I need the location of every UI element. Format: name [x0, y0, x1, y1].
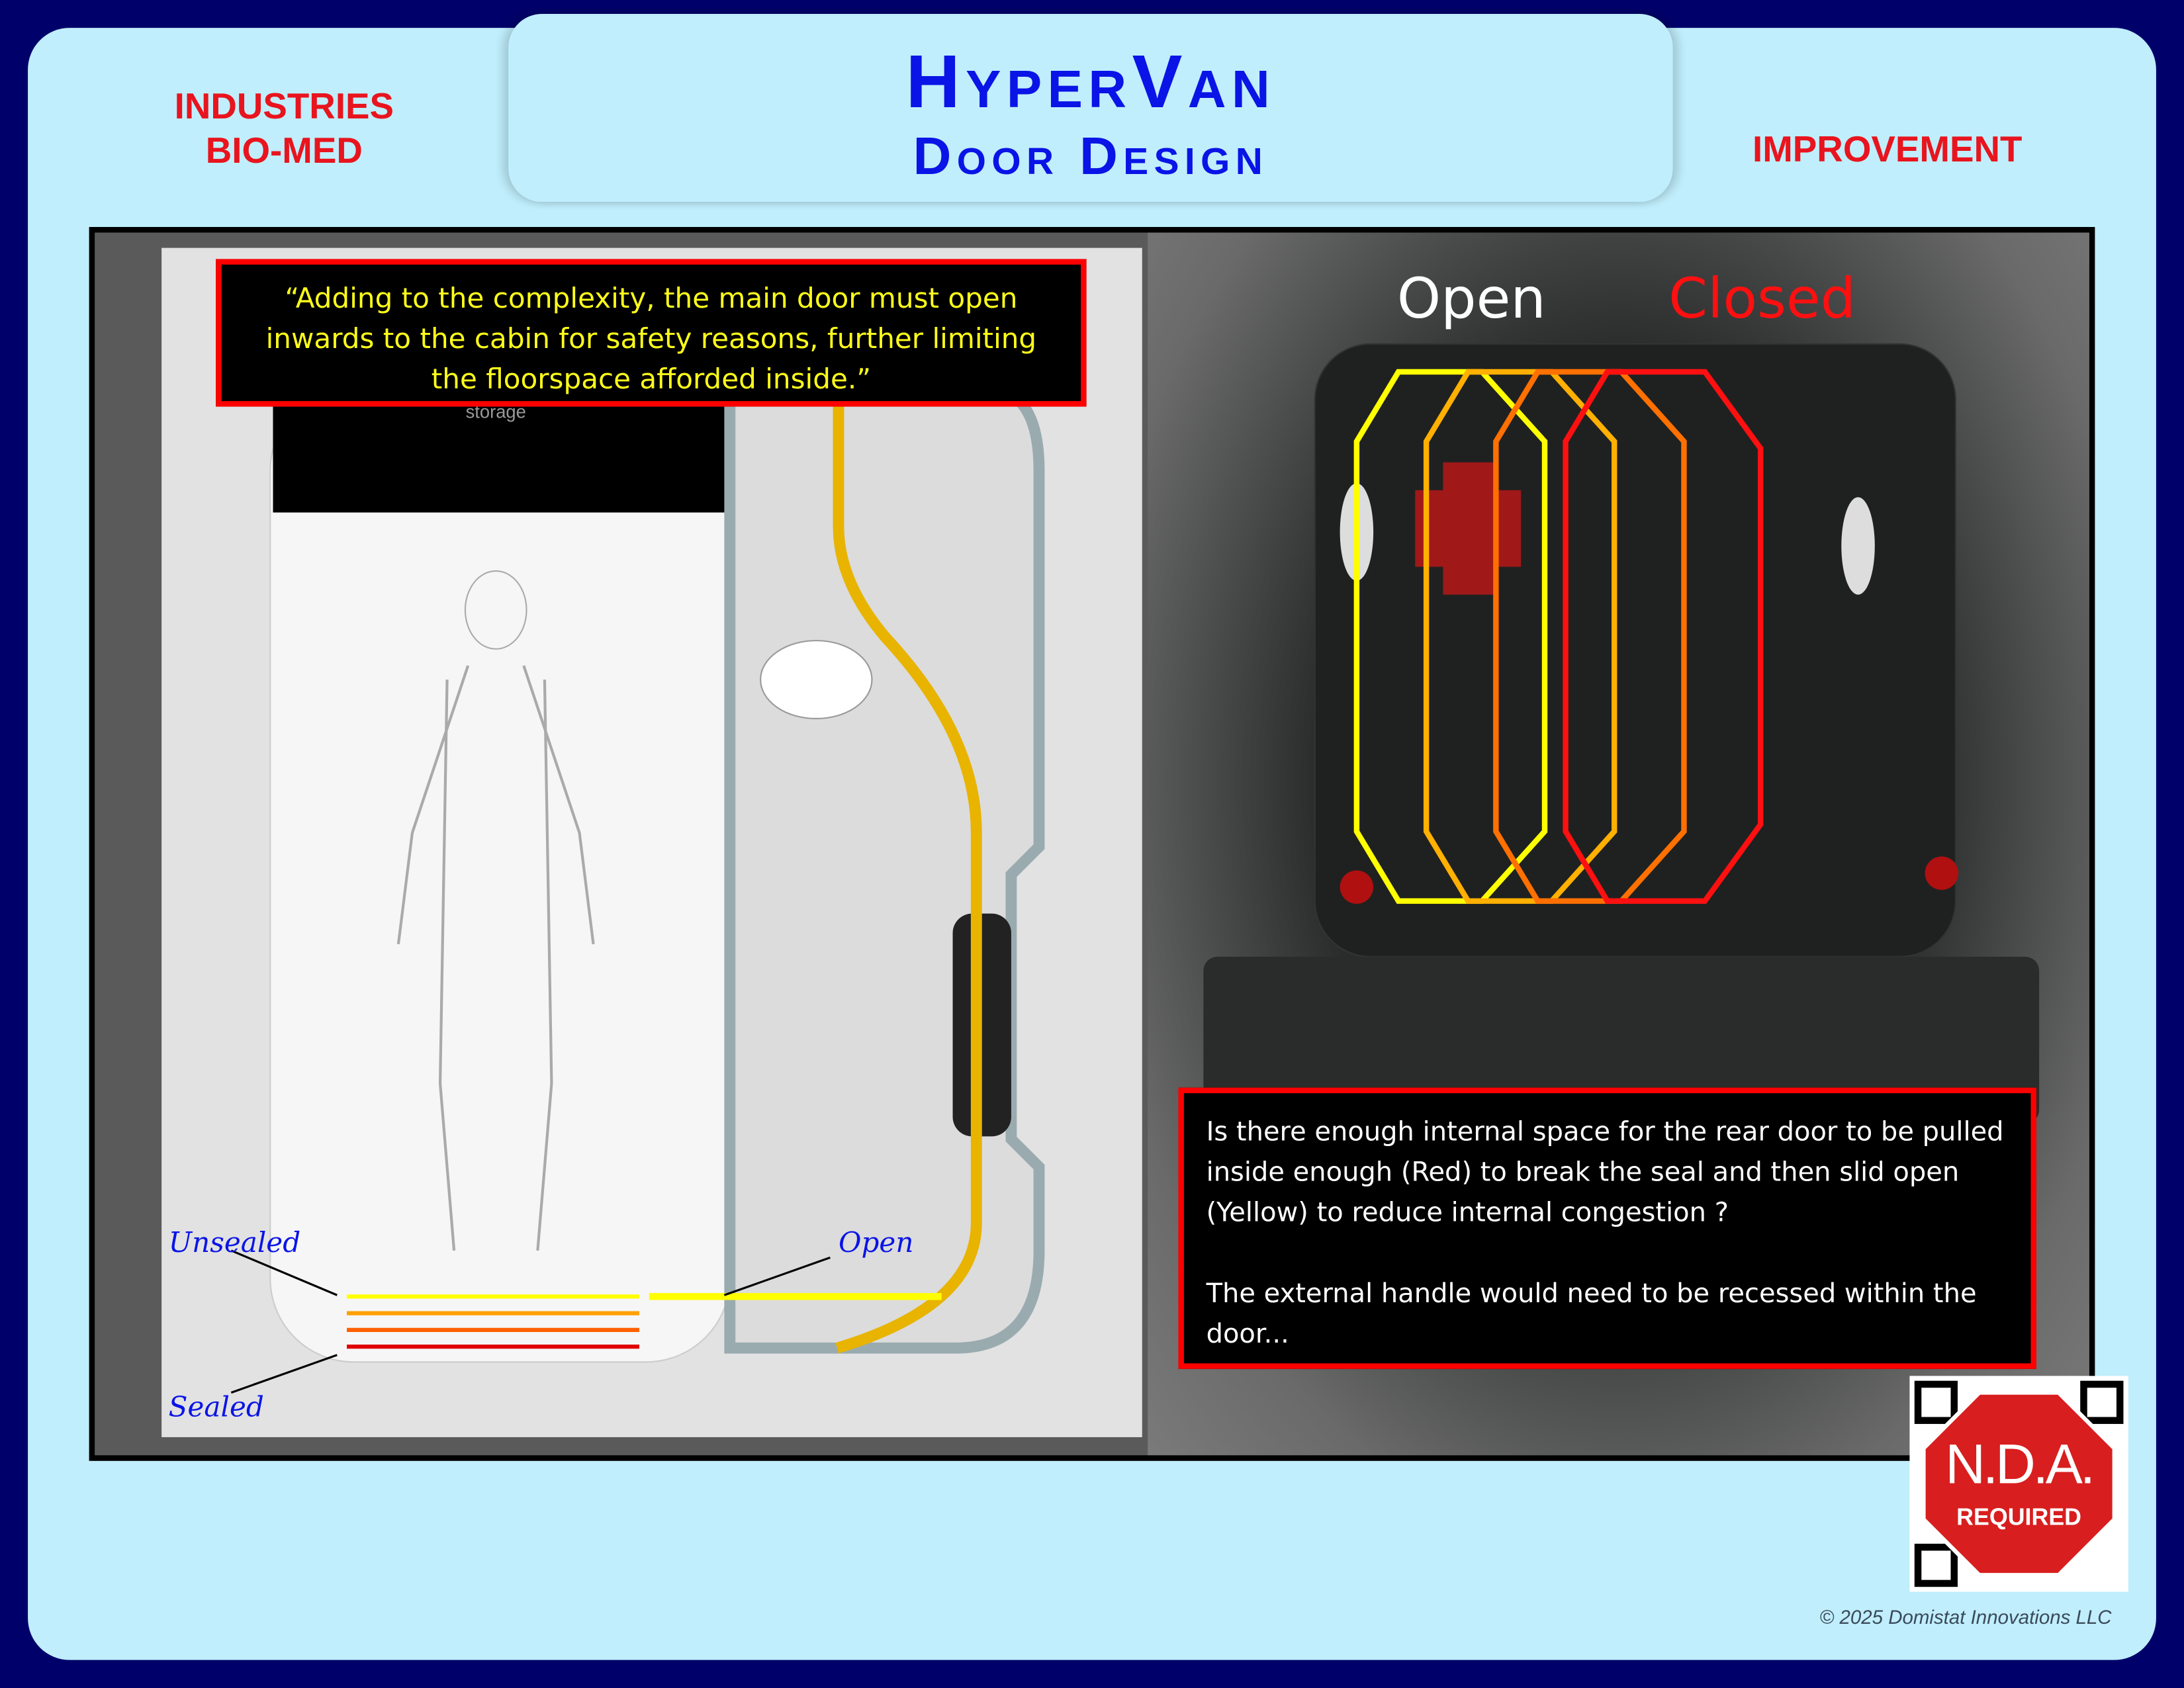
title-tab	[508, 14, 1673, 202]
nda-required-text: REQUIRED	[1956, 1503, 2082, 1531]
open-label: Open	[838, 1225, 914, 1259]
quote-box: “Adding to the complexity, the main door…	[216, 259, 1087, 407]
industry-line: INDUSTRIES	[174, 85, 394, 127]
nda-text: N.D.A.	[1945, 1434, 2095, 1496]
industry-sector: BIO-MED	[205, 129, 363, 171]
closed-position-label: Closed	[1668, 267, 1856, 332]
page-subtitle: Door Design	[913, 128, 1269, 187]
category-label: IMPROVEMENT	[1752, 128, 2023, 170]
open-position-label: Open	[1396, 267, 1546, 332]
quote-text: “Adding to the complexity, the main door…	[265, 281, 1037, 396]
door-position-overlay	[1203, 343, 2040, 1124]
question-text: Is there enough internal space for the r…	[1206, 1116, 2004, 1229]
unsealed-label: Unsealed	[168, 1225, 301, 1259]
note-text: The external handle would need to be rec…	[1206, 1278, 1977, 1350]
copyright: © 2025 Domistat Innovations LLC	[1819, 1605, 2112, 1628]
image-frame: storage	[89, 227, 2095, 1461]
floorplan-sketch: storage	[230, 381, 1045, 1394]
question-box: Is there enough internal space for the r…	[1178, 1087, 2036, 1369]
nda-badge: N.D.A. REQUIRED	[1909, 1376, 2128, 1592]
floorplan-diagram: storage	[161, 247, 1142, 1437]
page-title: HyperVan	[905, 40, 1276, 124]
sealed-label: Sealed	[168, 1390, 264, 1423]
qr-code-icon	[1914, 1380, 2124, 1587]
industry-label: INDUSTRIES BIO-MED	[125, 83, 443, 173]
